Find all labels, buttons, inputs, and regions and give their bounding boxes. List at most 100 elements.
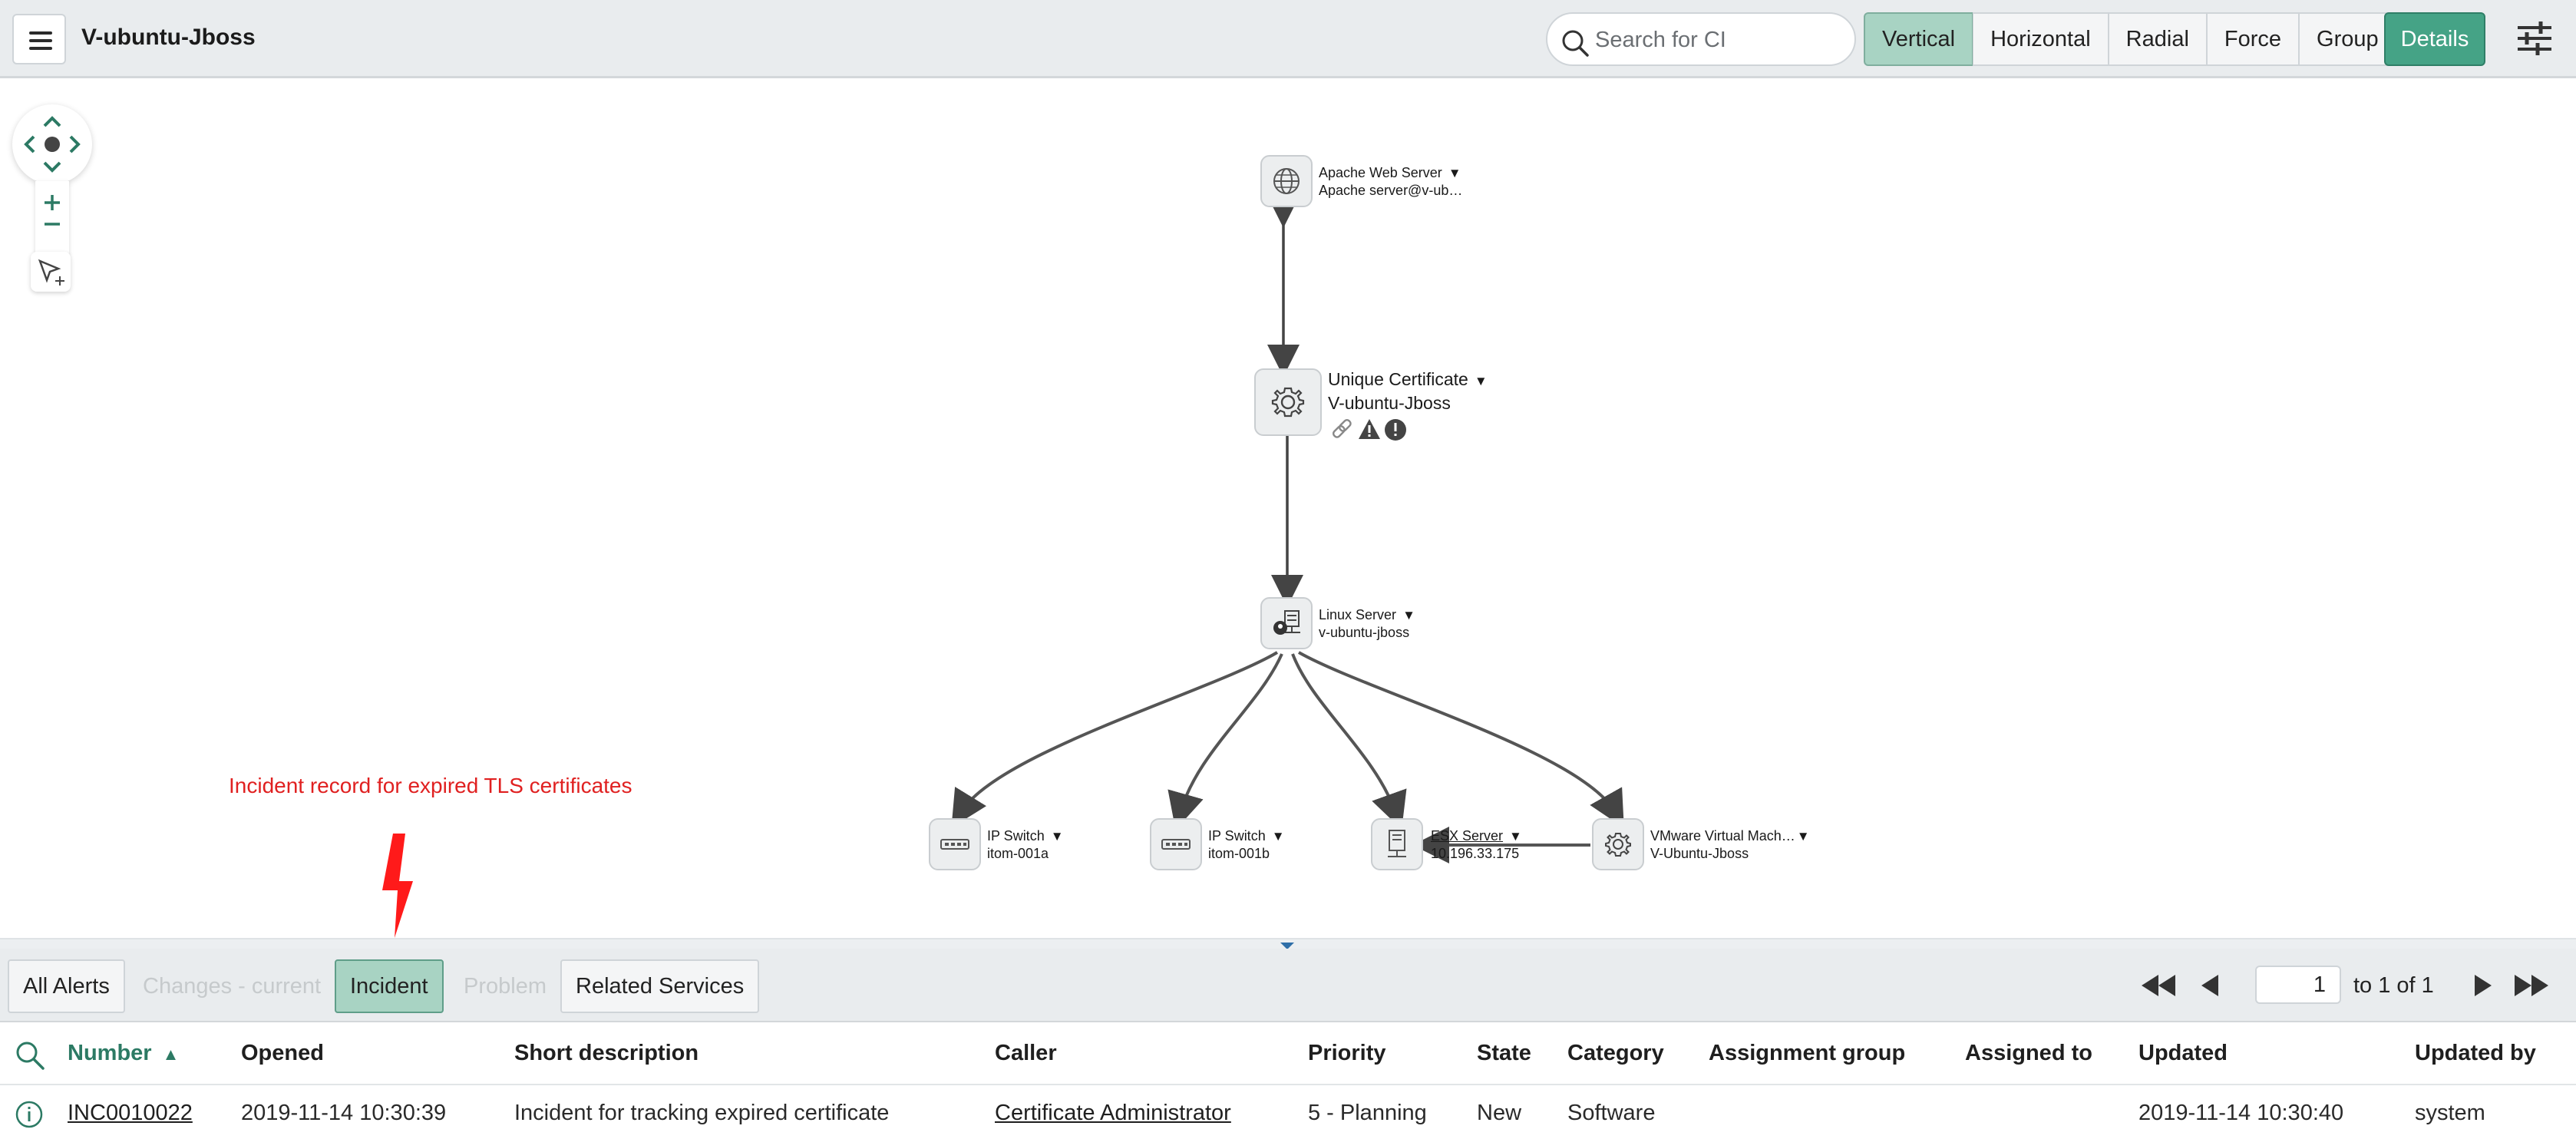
incident-number-link[interactable]: INC0010022 (68, 1101, 193, 1125)
pagination-back-controls (2142, 975, 2218, 996)
next-page-icon[interactable] (2475, 975, 2492, 996)
layout-radial-button[interactable]: Radial (2108, 12, 2207, 66)
edge-linux-vmware (1298, 651, 1624, 828)
annotation-text: Incident record for expired TLS certific… (229, 774, 632, 797)
incident-table: Number ▲ Opened Short description Caller… (0, 1024, 2576, 1139)
node-apache-web-server[interactable] (1260, 155, 1313, 207)
page-title: V-ubuntu-Jboss (81, 25, 256, 50)
cell-priority: 5 - Planning (1308, 1101, 1427, 1125)
node-unique-certificate[interactable] (1254, 368, 1322, 436)
node-linux-server[interactable] (1260, 597, 1313, 649)
server-icon (1388, 830, 1406, 857)
gear-icon (1271, 387, 1305, 418)
column-header-updated-by[interactable]: Updated by (2415, 1041, 2536, 1065)
warning-icon[interactable] (1359, 419, 1380, 439)
pan-arrows-icon (24, 116, 81, 173)
node-ip-switch-a[interactable] (929, 818, 981, 870)
pan-control[interactable] (12, 104, 92, 184)
pagination-forward-controls (2475, 975, 2548, 996)
cell-state: New (1477, 1101, 1522, 1125)
hamburger-menu-button[interactable] (12, 14, 66, 64)
edge-linux-switch-b (1167, 653, 1283, 830)
column-header-assigned-to[interactable]: Assigned to (1965, 1041, 2092, 1065)
edge-linux-switch-a (951, 651, 1279, 828)
edge-linux-esx (1291, 653, 1407, 830)
page-number-input[interactable] (2255, 966, 2341, 1004)
layout-selector: Vertical Horizontal Radial Force Group (1864, 12, 2397, 66)
tab-changes-current: Changes - current (143, 973, 322, 999)
tab-incident[interactable]: Incident (335, 959, 444, 1013)
column-header-assignment-group[interactable]: Assignment group (1709, 1041, 1906, 1065)
map-navigation-controls (12, 104, 92, 258)
node-label-switch-a[interactable]: IP Switch▼ itom-001a (987, 828, 1064, 861)
node-vmware-virtual-machine[interactable] (1592, 818, 1644, 870)
search-icon (1562, 30, 1589, 57)
node-label-esx[interactable]: ESX Server▼ 10.196.33.175 (1431, 828, 1522, 861)
first-page-icon[interactable] (2142, 975, 2175, 996)
layout-horizontal-button[interactable]: Horizontal (1973, 12, 2109, 66)
page-count-text: to 1 of 1 (2353, 973, 2434, 998)
sort-ascending-icon: ▲ (162, 1045, 180, 1064)
switch-icon (940, 839, 969, 850)
top-toolbar: V-ubuntu-Jboss Vertical Horizontal Radia… (0, 0, 2576, 78)
column-header-caller[interactable]: Caller (995, 1041, 1057, 1065)
zoom-control (35, 181, 69, 258)
switch-icon (1161, 839, 1191, 850)
node-menu-caret[interactable]: ▼ (1474, 374, 1488, 388)
column-header-number[interactable]: Number ▲ (68, 1041, 180, 1065)
column-header-updated[interactable]: Updated (2138, 1041, 2228, 1065)
tab-related-services[interactable]: Related Services (560, 959, 760, 1013)
zoom-in-icon[interactable] (45, 195, 60, 210)
panel-splitter[interactable] (0, 938, 2576, 949)
column-header-short-description[interactable]: Short description (514, 1041, 699, 1065)
node-label-apache[interactable]: Apache Web Server▼ Apache server@v-ub… (1319, 165, 1463, 198)
linux-server-icon (1273, 610, 1300, 635)
node-label-switch-b[interactable]: IP Switch▼ itom-001b (1208, 828, 1285, 861)
layout-force-button[interactable]: Force (2206, 12, 2300, 66)
tab-problem: Problem (464, 973, 547, 999)
cell-updated-by: system (2415, 1101, 2485, 1125)
sliders-icon[interactable] (2512, 15, 2558, 61)
hamburger-icon (29, 31, 52, 35)
layout-vertical-button[interactable]: Vertical (1864, 12, 1973, 66)
alert-icon[interactable] (1385, 419, 1406, 441)
column-header-priority[interactable]: Priority (1308, 1041, 1386, 1065)
node-menu-caret[interactable]: ▼ (1448, 166, 1461, 180)
node-menu-caret[interactable]: ▼ (1509, 829, 1522, 844)
node-ip-switch-b[interactable] (1150, 818, 1202, 870)
cell-opened: 2019-11-14 10:30:39 (241, 1101, 447, 1125)
node-label-linux[interactable]: Linux Server▼ v-ubuntu-jboss (1319, 607, 1415, 640)
node-menu-caret[interactable]: ▼ (1796, 829, 1810, 844)
details-button[interactable]: Details (2384, 12, 2485, 66)
gear-icon (1605, 833, 1631, 857)
info-icon[interactable] (14, 1099, 45, 1130)
column-header-state[interactable]: State (1477, 1041, 1531, 1065)
select-cursor-icon (38, 259, 64, 286)
collapse-arrow-icon[interactable] (1279, 941, 1296, 950)
link-icon[interactable] (1332, 418, 1352, 439)
globe-icon (1273, 168, 1300, 194)
cell-category: Software (1567, 1101, 1656, 1125)
last-page-icon[interactable] (2515, 975, 2548, 996)
node-menu-caret[interactable]: ▼ (1271, 829, 1285, 844)
search-icon[interactable] (14, 1039, 46, 1071)
column-header-category[interactable]: Category (1567, 1041, 1664, 1065)
search-box[interactable] (1546, 12, 1856, 66)
node-menu-caret[interactable]: ▼ (1402, 608, 1415, 622)
table-header: Number ▲ Opened Short description Caller… (0, 1024, 2576, 1085)
caller-link[interactable]: Certificate Administrator (995, 1101, 1231, 1125)
layout-group-button[interactable]: Group (2299, 12, 2397, 66)
node-label-vmware[interactable]: VMware Virtual Mach…▼ V-Ubuntu-Jboss (1650, 828, 1810, 861)
previous-page-icon[interactable] (2201, 975, 2218, 996)
tab-all-alerts[interactable]: All Alerts (8, 959, 125, 1013)
annotation-arrow (382, 834, 413, 938)
node-label-certificate[interactable]: Unique Certificate▼ V-ubuntu-Jboss (1328, 369, 1488, 413)
selection-tool-button[interactable] (31, 252, 71, 292)
column-header-opened[interactable]: Opened (241, 1041, 324, 1065)
cell-updated: 2019-11-14 10:30:40 (2138, 1101, 2344, 1125)
node-esx-server[interactable] (1371, 818, 1423, 870)
cell-short-description: Incident for tracking expired certificat… (514, 1101, 890, 1125)
search-input[interactable] (1595, 21, 1848, 58)
node-menu-caret[interactable]: ▼ (1050, 829, 1064, 844)
